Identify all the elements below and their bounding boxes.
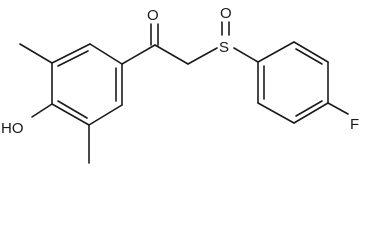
ring-double-bond bbox=[57, 50, 89, 67]
ring-bond bbox=[293, 41, 329, 63]
right-benzene-ring bbox=[257, 41, 329, 124]
sulfur-label: S bbox=[219, 39, 229, 56]
ring-bond bbox=[89, 43, 123, 65]
ring-bond bbox=[257, 102, 295, 124]
structure-diagram: HO O S O F bbox=[1, 5, 359, 164]
sulfur-to-ring-bond bbox=[233, 47, 259, 63]
sulfoxide-oxygen-label: O bbox=[220, 5, 232, 22]
hydroxyl-bond bbox=[31, 103, 53, 118]
hydroxyl-label: HO bbox=[1, 120, 24, 137]
ring-double-bond bbox=[295, 100, 323, 117]
ring-double-bond bbox=[57, 100, 88, 119]
ring-bond bbox=[88, 104, 123, 126]
ring-bond bbox=[293, 102, 329, 124]
ring-to-carbonyl-bond bbox=[121, 44, 156, 65]
ring-bond bbox=[257, 41, 295, 63]
molecule-drawing: HO O S O F bbox=[1, 5, 359, 164]
methylene-to-sulfur-bond bbox=[187, 47, 218, 65]
fluorine-label: F bbox=[350, 116, 359, 133]
fluorine-bond bbox=[327, 102, 349, 115]
ring-bond bbox=[51, 103, 90, 126]
ring-bond bbox=[51, 43, 91, 64]
left-benzene-ring bbox=[51, 43, 123, 126]
carbonyl-oxygen-label: O bbox=[147, 7, 159, 24]
carbonyl-to-methylene-bond bbox=[154, 44, 189, 65]
methyl-bond-top bbox=[19, 43, 53, 64]
ring-double-bond bbox=[295, 48, 323, 65]
